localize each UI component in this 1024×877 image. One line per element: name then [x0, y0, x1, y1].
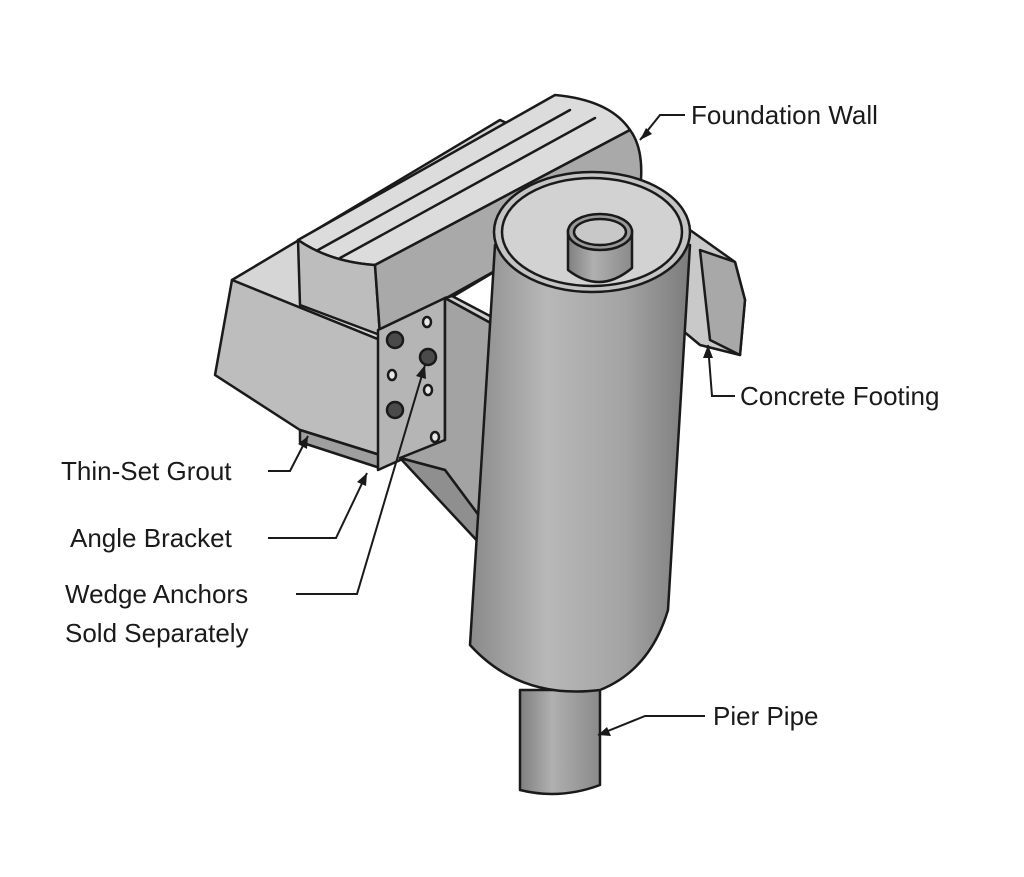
label-foundation-wall: Foundation Wall [691, 100, 878, 130]
pier-pipe [518, 688, 602, 796]
arrow-foundation-wall [640, 128, 652, 140]
leader-lines [268, 114, 735, 736]
leader-pier-pipe [597, 715, 705, 736]
leader-angle-bracket [268, 472, 368, 539]
label-wedge-anchors-line2: Sold Separately [65, 618, 249, 648]
anchor-hole [422, 383, 434, 397]
anchor-bolt-middle [418, 347, 438, 367]
arrow-angle-bracket [357, 473, 367, 486]
leader-wedge-anchors [296, 364, 426, 595]
anchor-hole [421, 315, 433, 329]
arrow-wedge-anchors [416, 365, 426, 379]
foundation-wall [213, 93, 643, 470]
pier-sleeve [468, 170, 692, 693]
label-pier-pipe: Pier Pipe [713, 701, 819, 731]
wedge-anchors [385, 315, 441, 444]
arrow-pier-pipe [598, 727, 611, 736]
anchor-hole [429, 430, 441, 444]
callout-labels: Foundation Wall Concrete Footing Thin-Se… [61, 100, 939, 731]
anchor-hole [386, 368, 398, 382]
leader-thin-set-grout [268, 435, 309, 472]
anchor-bolt-bottom [385, 400, 405, 420]
arrow-thin-set-grout [298, 436, 308, 449]
label-concrete-footing: Concrete Footing [740, 381, 939, 411]
label-wedge-anchors-line1: Wedge Anchors [65, 579, 248, 609]
label-angle-bracket: Angle Bracket [70, 523, 233, 553]
label-thin-set-grout: Thin-Set Grout [61, 456, 232, 486]
arrow-concrete-footing [703, 345, 713, 358]
anchor-bolt-top [385, 330, 405, 350]
leader-concrete-footing [707, 344, 735, 397]
